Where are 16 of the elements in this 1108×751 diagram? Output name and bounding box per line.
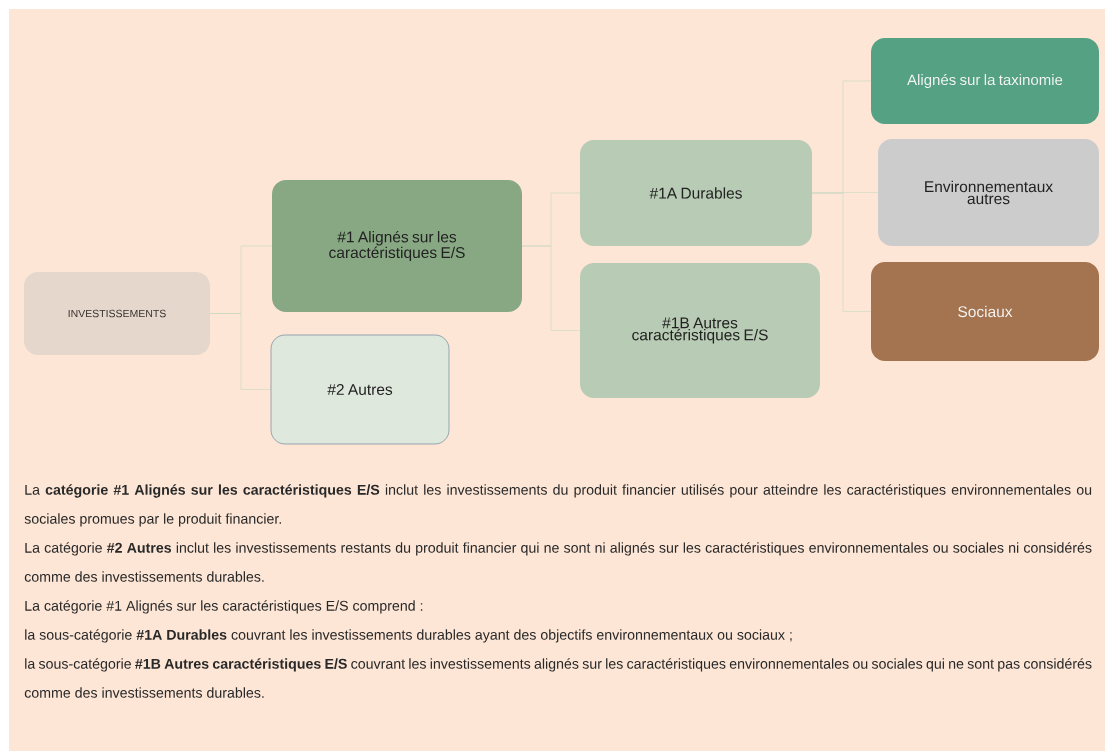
category-box: #1 Alignés sur les caractéristiques E/S [272,180,522,312]
paragraph: La catégorie #2 Autres inclut les investissements restants du produit financier qui ne sont ni alignés sur les caractéristiques environnementales ou sociales ni considérés comme des investissements durables. [24,542,1092,582]
connector-line [811,192,872,312]
category-box: Environnementaux autres [878,139,1099,246]
connector-line [209,313,272,390]
paragraph: la sous-catégorie #1B Autres caractéristiques E/S couvrant les investissements alignés sur les caractéristiques environnementales ou sociales qui ne sont pas considérés comme des investissements durables. [24,658,1092,698]
category-box: #1B Autres caractéristiques E/S [580,263,820,398]
paragraph: la sous-catégorie #1A Durables couvrant les investissements durables ayant des objectifs environnementaux ou sociaux ; [25,629,792,643]
connector-line [521,245,581,331]
paragraph: La catégorie #1 Alignés sur les caractéristiques E/S comprend : [25,600,423,614]
category-box: Sociaux [871,262,1099,361]
category-box: INVESTISSEMENTS [24,272,210,355]
paragraph: La catégorie #1 Alignés sur les caractéristiques E/S inclut les investissements du produit financier utilisés pour atteindre les caractéristiques environnementales ou sociales promues par le produit financier. [24,484,1092,527]
category-box: #2 Autres [270,334,450,445]
category-box: Alignés sur la taxinomie [871,38,1099,124]
category-box: #1A Durables [580,140,812,246]
